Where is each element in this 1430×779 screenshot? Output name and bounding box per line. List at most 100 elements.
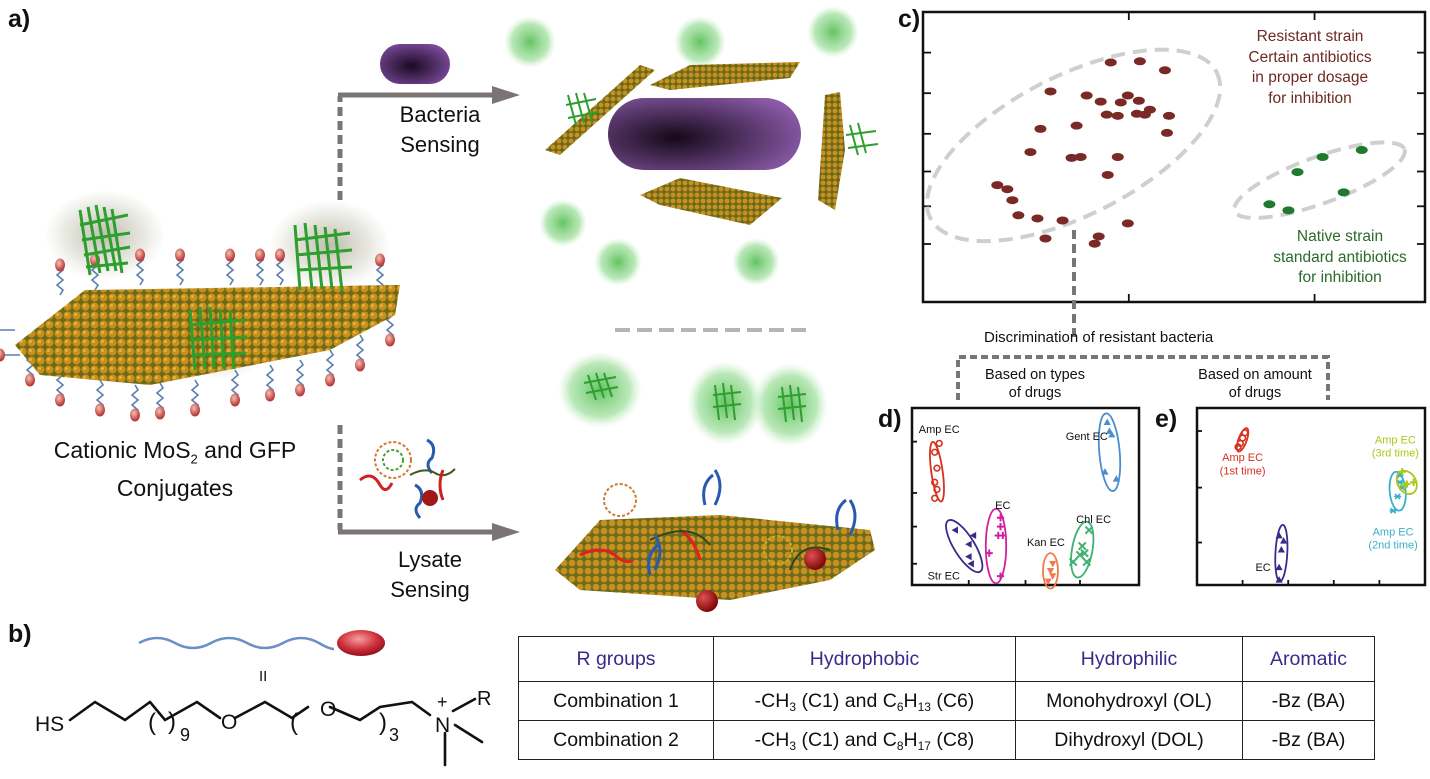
ligand-head [55, 393, 65, 407]
data-point [1162, 111, 1175, 120]
series-label: Kan EC [1027, 537, 1065, 549]
data-point [1263, 200, 1276, 209]
free-gfp-glows [504, 6, 859, 286]
confidence-ellipse [984, 507, 1008, 585]
series-label: Amp EC(1st time) [1220, 452, 1266, 477]
series-label: Chl EC [1076, 514, 1111, 526]
data-point [1024, 148, 1037, 157]
chart-c-scatter [921, 10, 1427, 304]
data-point [1121, 219, 1134, 228]
header-r-groups: R groups [518, 636, 714, 682]
formula-part: (C6) [930, 689, 975, 712]
data-point [1094, 97, 1107, 106]
data-point [1056, 216, 1069, 225]
gfp-protein [78, 204, 353, 371]
data-point [1316, 153, 1329, 161]
data-point [1039, 234, 1052, 243]
data-point [1108, 430, 1116, 438]
series-label: Gent EC [1066, 431, 1108, 443]
row-hydrophobic: -CH3 (C1) and C6H13 (C6) [713, 681, 1016, 721]
mos2-sheet-lysate [555, 515, 875, 600]
data-point [1049, 560, 1057, 568]
conjugate-label-text-2: and GFP [197, 437, 297, 463]
data-point [1070, 121, 1083, 130]
mos2-gfp-conjugate-illustration [0, 190, 400, 422]
ligand-head [0, 348, 5, 362]
data-point [1104, 58, 1117, 67]
lysate-sensing-line1: Lysate [397, 547, 462, 572]
annotation-line: Certain antibiotics [1248, 48, 1372, 66]
data-point [1400, 482, 1409, 490]
data-point [1394, 493, 1402, 500]
bacteria-sensing-label: Bacteria Sensing [375, 100, 505, 160]
data-point [1074, 153, 1087, 161]
panel-label-a: a) [8, 5, 31, 33]
annotation-line: for inhibition [1268, 89, 1352, 107]
series-ec: EC [1255, 523, 1289, 583]
amount-line1: Based on amount [1198, 367, 1312, 383]
mos2-sheet-2 [650, 62, 800, 90]
annotation-line: for inhibition [1298, 269, 1382, 286]
formula-subscript: 6 [896, 699, 904, 714]
ligand-cartoon [138, 630, 385, 656]
annotation-line: Native strain [1296, 228, 1384, 245]
panel-label-d: d) [878, 405, 902, 433]
series-label: Amp EC(2nd time) [1368, 526, 1418, 551]
formula-part: -CH [754, 728, 790, 751]
data-point [1398, 468, 1406, 476]
repeat-count-3: 3 [389, 725, 399, 745]
data-point [1001, 185, 1014, 194]
header-aromatic: Aromatic [1242, 636, 1375, 682]
data-point [1075, 550, 1085, 560]
data-point [965, 540, 972, 548]
conjugate-label-subscript: 2 [190, 451, 198, 467]
ligand-head [130, 408, 140, 422]
data-point [1101, 170, 1114, 179]
bacterium-large [608, 98, 801, 170]
types-line2: of drugs [1008, 385, 1062, 401]
confidence-ellipse [925, 47, 1223, 244]
pathway-arrows [337, 86, 520, 541]
data-point [1044, 87, 1057, 96]
ligand-head [175, 248, 185, 262]
ligand-head [385, 333, 395, 347]
formula-part: H [903, 689, 918, 712]
data-point [1049, 573, 1057, 580]
bacterium-icon [380, 44, 450, 84]
data-point [1080, 91, 1093, 100]
data-point [1160, 128, 1173, 137]
data-point [965, 553, 972, 561]
row-aromatic: -Bz (BA) [1242, 681, 1375, 721]
annotation-line: Resistant strain [1256, 28, 1364, 45]
ligand-head [225, 248, 235, 262]
lysate-arrow-head [492, 523, 520, 541]
confidence-ellipse [1274, 523, 1289, 583]
ligand-structure: HS ( ) 9 O ( O ) 3 N + R [35, 688, 491, 767]
series-label: Str EC [928, 571, 960, 583]
formula-part: (C8) [930, 728, 975, 751]
data-point [1355, 146, 1368, 155]
ligand-head [255, 248, 265, 262]
data-point [1012, 211, 1025, 220]
series-str-ec: Str EC [928, 519, 984, 583]
data-point [999, 531, 1007, 540]
series-gent-ec: Gent EC [1066, 412, 1122, 492]
series-native-strain [1232, 140, 1407, 221]
types-of-drugs-label: Based on types of drugs [965, 366, 1105, 402]
atom-oxygen-1: O [221, 711, 237, 734]
ligand-head [25, 373, 35, 387]
data-point [1031, 214, 1044, 223]
panel-label-e: e) [1155, 405, 1178, 433]
data-point [985, 549, 993, 557]
atom-nitrogen: N [435, 714, 450, 737]
bacteria-sensing-line2: Sensing [400, 132, 480, 157]
data-point [933, 464, 941, 472]
confidence-ellipse [1097, 412, 1122, 492]
row-hydrophilic: Dihydroxyl (DOL) [1015, 720, 1243, 760]
resistant-strain-annotation: Resistant strain Certain antibiotics in … [1210, 27, 1410, 109]
data-point [1077, 541, 1087, 551]
ligand-head [55, 258, 65, 272]
data-point [1133, 57, 1146, 66]
